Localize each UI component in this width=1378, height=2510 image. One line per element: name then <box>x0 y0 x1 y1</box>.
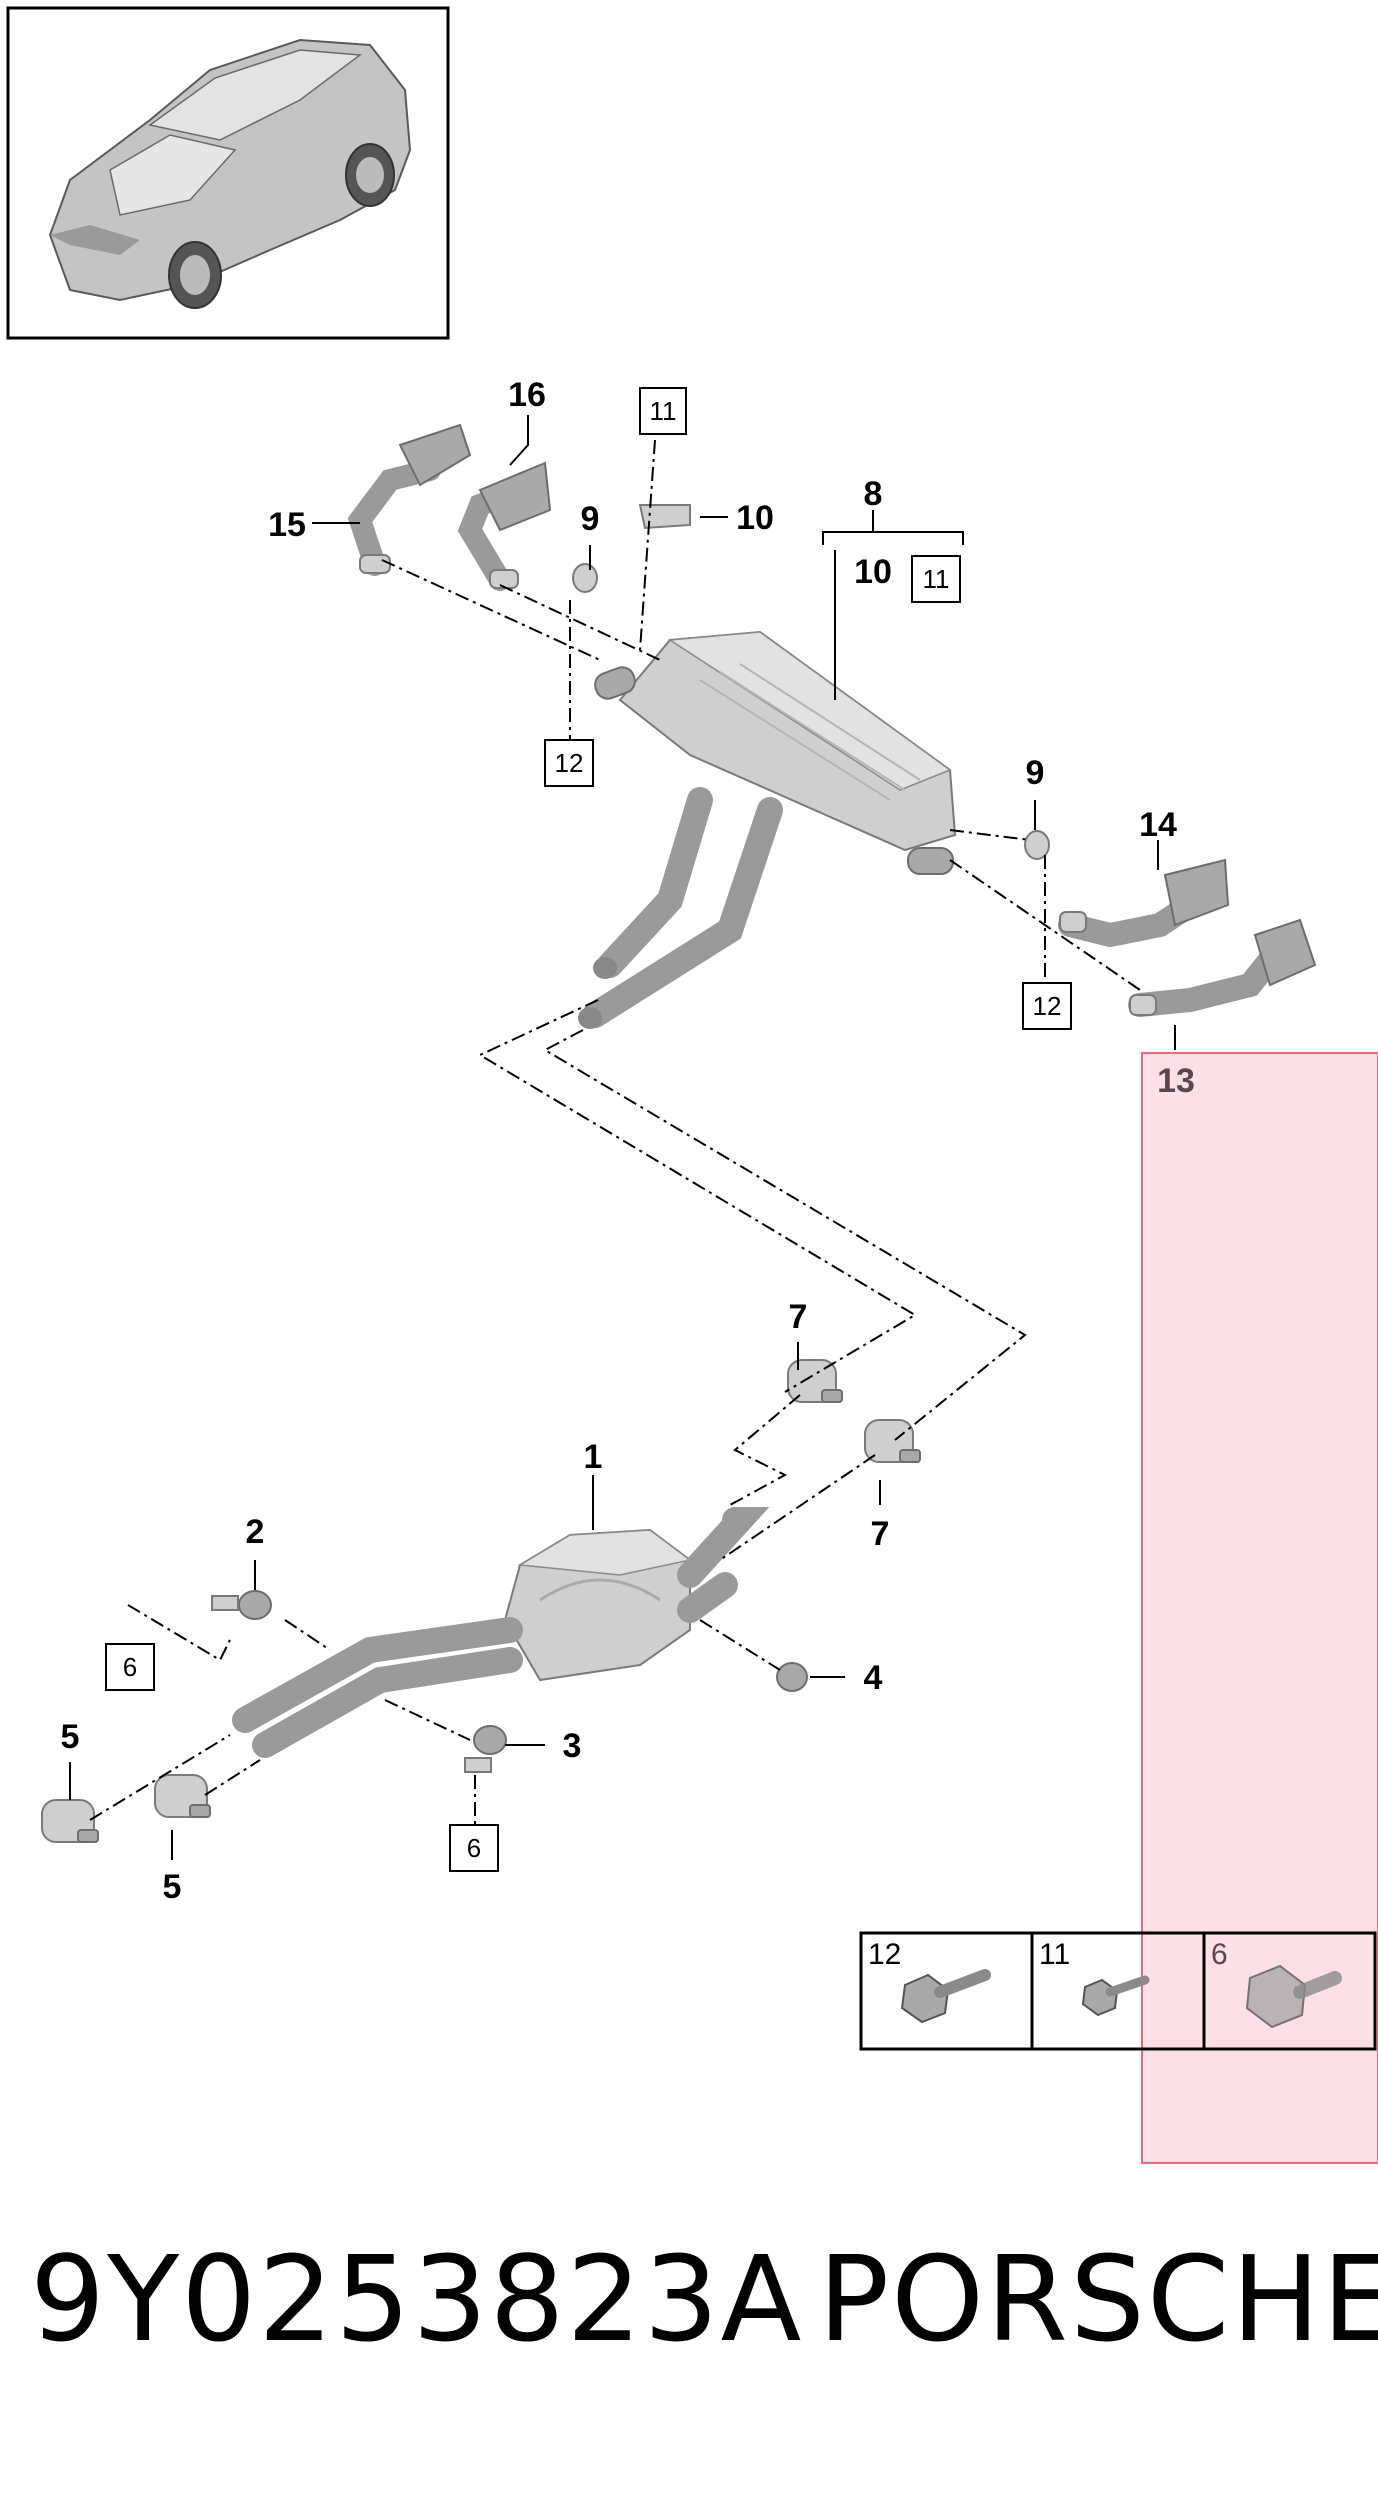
callout-5-right: 5 <box>163 1868 182 1906</box>
fastener-cell-6: 6 <box>1211 1938 1342 2029</box>
clamp-7-lower <box>864 1419 921 1463</box>
fastener-cell-12: 12 <box>868 1938 991 2024</box>
svg-text:12: 12 <box>868 1938 901 1971</box>
svg-text:11: 11 <box>650 396 677 426</box>
rear-silencer <box>594 630 957 875</box>
svg-text:12: 12 <box>555 748 584 778</box>
hanger-3 <box>464 1725 507 1773</box>
callout-7-upper: 7 <box>789 1298 808 1336</box>
svg-text:6: 6 <box>1211 1938 1228 1971</box>
clamp-9-left <box>572 563 598 593</box>
clamp-9-right <box>1024 830 1050 860</box>
bracket-10 <box>638 504 691 530</box>
callout-13: 13 <box>1157 1062 1195 1100</box>
clamp-5-left <box>41 1799 99 1843</box>
centre-silencer <box>503 1528 692 1682</box>
boxed-ref-11-top: 11 <box>639 387 687 435</box>
part-number: 9Y0253823A <box>30 2230 804 2368</box>
svg-text:11: 11 <box>1039 1938 1070 1971</box>
callout-5-left: 5 <box>61 1718 80 1756</box>
rear-silencer-inlet-pipes <box>578 787 783 1029</box>
boxed-ref-12-right: 12 <box>1022 982 1072 1030</box>
boxed-ref-12-left: 12 <box>544 739 594 787</box>
footer-caption: 9Y0253823A PORSCHE <box>0 2230 1378 2368</box>
clamp-7-upper <box>787 1359 843 1403</box>
callout-16: 16 <box>508 376 546 414</box>
callout-10-upper: 10 <box>736 499 774 537</box>
brand-name: PORSCHE <box>818 2230 1378 2368</box>
callout-9-upper-left: 9 <box>581 500 600 538</box>
fastener-cell-11: 11 <box>1039 1938 1150 2017</box>
tailpipe-13 <box>1128 918 1317 1017</box>
svg-text:6: 6 <box>123 1652 137 1682</box>
centre-silencer-pipes <box>232 1507 770 1758</box>
hanger-2 <box>211 1590 272 1620</box>
svg-text:12: 12 <box>1033 991 1062 1021</box>
callout-3: 3 <box>563 1727 582 1765</box>
callout-1: 1 <box>584 1438 603 1476</box>
tailpipe-15 <box>347 423 472 576</box>
svg-text:11: 11 <box>923 564 950 594</box>
callout-4: 4 <box>864 1659 883 1697</box>
assembly-dash-lines <box>89 439 1141 1825</box>
boxed-ref-11-group: 11 <box>911 555 961 603</box>
callout-15: 15 <box>268 506 306 544</box>
callout-10-group: 10 <box>854 553 892 591</box>
boxed-ref-6-left: 6 <box>105 1643 155 1691</box>
leader-lines <box>69 415 1176 1860</box>
clamp-5-right <box>154 1774 211 1818</box>
callout-8: 8 <box>864 475 883 513</box>
callout-7-lower: 7 <box>871 1515 890 1553</box>
callout-9-right: 9 <box>1026 754 1045 792</box>
tailpipe-14 <box>1058 858 1230 948</box>
tailpipe-16 <box>457 461 552 591</box>
callout-2: 2 <box>246 1513 265 1551</box>
svg-text:6: 6 <box>467 1833 481 1863</box>
hanger-4 <box>776 1662 808 1692</box>
callout-14: 14 <box>1139 806 1177 844</box>
fasteners-table: 12 11 6 <box>859 1931 1377 2051</box>
boxed-ref-6-bottom: 6 <box>449 1824 499 1872</box>
vehicle-thumbnail <box>6 6 450 340</box>
